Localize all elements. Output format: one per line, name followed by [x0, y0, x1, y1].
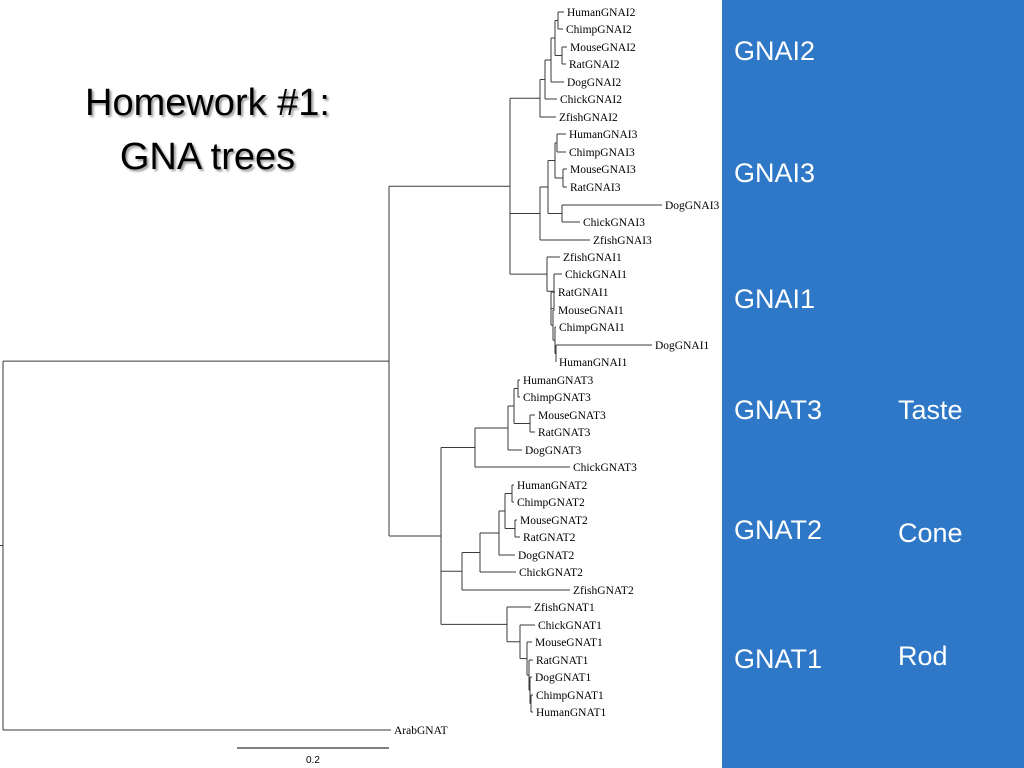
tree-leaf-humangnat1: HumanGNAT1	[536, 707, 607, 719]
tree-leaf-doggnat2: DogGNAT2	[518, 550, 574, 562]
tree-leaf-mousegnai3: MouseGNAI3	[570, 164, 636, 176]
function-label-taste: Taste	[898, 395, 963, 425]
tree-leaf-ratgnat3: RatGNAT3	[538, 427, 591, 439]
function-label-rod: Rod	[898, 641, 948, 671]
tree-leaf-ratgnat2: RatGNAT2	[523, 532, 576, 544]
tree-leaf-mousegnai2: MouseGNAI2	[570, 42, 636, 54]
tree-leaf-chickgnai3: ChickGNAI3	[583, 217, 645, 229]
gene-label-gnat3: GNAT3	[734, 395, 823, 425]
gene-label-gnat1: GNAT1	[734, 644, 823, 674]
tree-leaf-humangnai1: HumanGNAI1	[559, 357, 628, 369]
tree-leaf-chimpgnat2: ChimpGNAT2	[517, 497, 585, 509]
tree-leaf-ratgnat1: RatGNAT1	[536, 655, 589, 667]
tree-leaf-chimpgnai3: ChimpGNAI3	[569, 147, 635, 159]
tree-leaf-chickgnai1: ChickGNAI1	[565, 269, 627, 281]
tree-leaf-ratgnai3: RatGNAI3	[570, 182, 621, 194]
tree-leaf-chickgnai2: ChickGNAI2	[560, 94, 622, 106]
tree-leaf-doggnat1: DogGNAT1	[535, 672, 591, 684]
tree-leaf-mousegnat2: MouseGNAT2	[520, 515, 588, 527]
tree-leaf-doggnai3: DogGNAI3	[665, 200, 720, 212]
scale-bar-label: 0.2	[306, 755, 320, 766]
tree-leaf-doggnai2: DogGNAI2	[567, 77, 622, 89]
tree-leaf-humangnai3: HumanGNAI3	[569, 129, 638, 141]
phylogenetic-tree: HumanGNAI2ChimpGNAI2MouseGNAI2RatGNAI2Do…	[0, 7, 720, 766]
tree-leaf-ratgnai1: RatGNAI1	[558, 287, 609, 299]
tree-leaf-zfishgnai1: ZfishGNAI1	[563, 252, 622, 264]
tree-leaf-chickgnat2: ChickGNAT2	[519, 567, 583, 579]
tree-leaf-humangnat3: HumanGNAT3	[523, 375, 594, 387]
tree-leaf-chimpgnai1: ChimpGNAI1	[559, 322, 625, 334]
tree-leaf-chimpgnat1: ChimpGNAT1	[536, 690, 604, 702]
tree-leaf-zfishgnat2: ZfishGNAT2	[573, 585, 634, 597]
scale-bar: 0.2	[237, 747, 389, 766]
tree-leaf-mousegnat1: MouseGNAT1	[535, 637, 603, 649]
function-label-cone: Cone	[898, 518, 963, 548]
tree-leaf-zfishgnai3: ZfishGNAI3	[593, 235, 652, 247]
tree-leaf-humangnai2: HumanGNAI2	[567, 7, 636, 19]
tree-leaf-mousegnai1: MouseGNAI1	[558, 305, 624, 317]
gene-label-gnat2: GNAT2	[734, 515, 823, 545]
tree-leaf-mousegnat3: MouseGNAT3	[538, 410, 606, 422]
tree-leaf-chimpgnat3: ChimpGNAT3	[523, 392, 591, 404]
tree-leaf-arabgnat: ArabGNAT	[394, 725, 448, 737]
title-line-2: GNA trees	[119, 136, 296, 178]
tree-leaf-doggnat3: DogGNAT3	[525, 445, 581, 457]
title-line-1: Homework #1:	[85, 82, 330, 124]
tree-leaf-zfishgnat1: ZfishGNAT1	[534, 602, 595, 614]
tree-leaf-chickgnat3: ChickGNAT3	[573, 462, 637, 474]
gene-label-gnai1: GNAI1	[734, 284, 816, 314]
tree-leaf-chimpgnai2: ChimpGNAI2	[566, 24, 632, 36]
tree-branches	[0, 11, 662, 731]
gene-label-gnai3: GNAI3	[734, 158, 816, 188]
tree-labels: HumanGNAI2ChimpGNAI2MouseGNAI2RatGNAI2Do…	[394, 7, 720, 737]
tree-leaf-ratgnai2: RatGNAI2	[569, 59, 620, 71]
tree-leaf-zfishgnai2: ZfishGNAI2	[559, 112, 618, 124]
tree-leaf-chickgnat1: ChickGNAT1	[538, 620, 602, 632]
slide-title: Homework #1: GNA trees	[20, 76, 395, 184]
tree-leaf-humangnat2: HumanGNAT2	[517, 480, 588, 492]
tree-leaf-doggnai1: DogGNAI1	[655, 340, 710, 352]
gene-panel: GNAI2 GNAI3 GNAI1 GNAT3 GNAT2 GNAT1 Tast…	[722, 0, 1024, 768]
gene-label-gnai2: GNAI2	[734, 36, 816, 66]
